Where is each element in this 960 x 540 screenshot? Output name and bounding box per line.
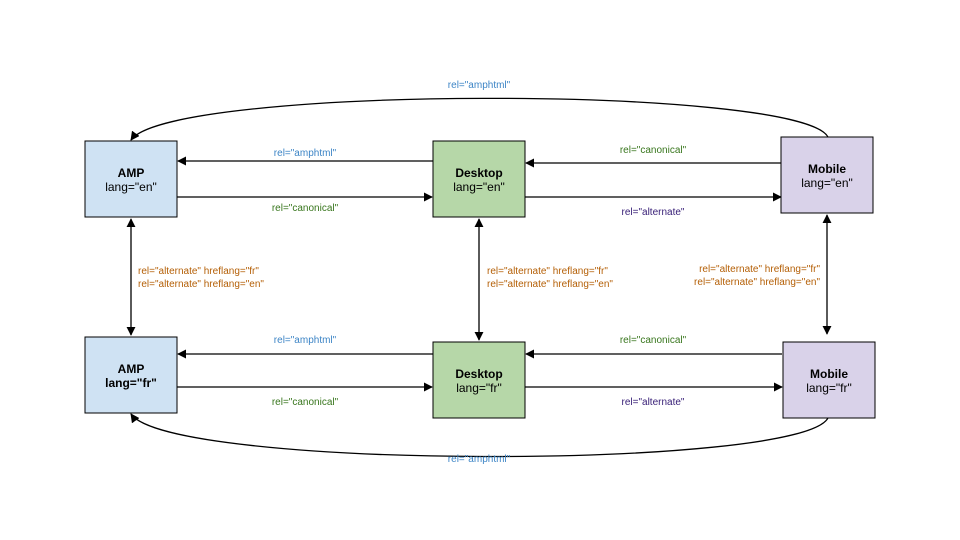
node-desktop-fr-box <box>432 341 526 419</box>
edge-label-desktop-hreflang-fr: rel="alternate" hreflang="fr" <box>487 266 608 277</box>
edge-label-fr-desktop-to-amp: rel="amphtml" <box>274 335 337 346</box>
edge-label-fr-desktop-to-mobile: rel="alternate" <box>622 397 685 408</box>
edge-mobile-en-to-amp-en-curve <box>130 97 829 141</box>
node-amp-en-lang: lang="en" <box>105 180 157 194</box>
edge-label-amp-hreflang-en: rel="alternate" hreflang="en" <box>138 279 264 290</box>
node-mobile-en-box <box>780 136 874 214</box>
node-desktop-fr: Desktop lang="fr" <box>432 341 526 419</box>
edge-label-desktop-hreflang-en: rel="alternate" hreflang="en" <box>487 279 613 290</box>
node-desktop-fr-lang: lang="fr" <box>456 381 502 395</box>
edge-mobile-fr-to-amp-fr-curve <box>130 413 829 458</box>
edge-label-bottom-curve: rel="amphtml" <box>448 454 511 465</box>
edge-label-en-amp-to-desktop: rel="canonical" <box>272 203 339 214</box>
edge-label-fr-amp-to-desktop: rel="canonical" <box>272 397 339 408</box>
node-desktop-en-lang: lang="en" <box>453 180 505 194</box>
node-desktop-en-title: Desktop <box>455 166 502 180</box>
node-mobile-fr: Mobile lang="fr" <box>782 341 876 419</box>
node-amp-fr: AMP lang="fr" <box>84 336 178 414</box>
edge-label-en-desktop-to-amp: rel="amphtml" <box>274 148 337 159</box>
edge-label-en-mobile-to-desktop: rel="canonical" <box>620 145 687 156</box>
node-mobile-fr-box <box>782 341 876 419</box>
node-mobile-en: Mobile lang="en" <box>780 136 874 214</box>
node-amp-fr-title: AMP <box>118 362 145 376</box>
edge-label-amp-hreflang-fr: rel="alternate" hreflang="fr" <box>138 266 259 277</box>
node-desktop-fr-title: Desktop <box>455 367 502 381</box>
edge-label-mobile-hreflang-fr: rel="alternate" hreflang="fr" <box>699 264 820 275</box>
node-amp-en-title: AMP <box>118 166 145 180</box>
node-desktop-en-box <box>432 140 526 218</box>
node-mobile-fr-lang: lang="fr" <box>806 381 852 395</box>
edge-label-mobile-hreflang-en: rel="alternate" hreflang="en" <box>694 277 820 288</box>
edge-label-en-desktop-to-mobile: rel="alternate" <box>622 207 685 218</box>
node-mobile-en-lang: lang="en" <box>801 176 853 190</box>
node-desktop-en: Desktop lang="en" <box>432 140 526 218</box>
node-amp-fr-lang: lang="fr" <box>105 376 157 390</box>
edge-label-fr-mobile-to-desktop: rel="canonical" <box>620 335 687 346</box>
node-amp-fr-box <box>84 336 178 414</box>
edge-label-top-curve: rel="amphtml" <box>448 80 511 91</box>
node-amp-en: AMP lang="en" <box>84 140 178 218</box>
node-mobile-en-title: Mobile <box>808 162 846 176</box>
node-mobile-fr-title: Mobile <box>810 367 848 381</box>
node-amp-en-box <box>84 140 178 218</box>
